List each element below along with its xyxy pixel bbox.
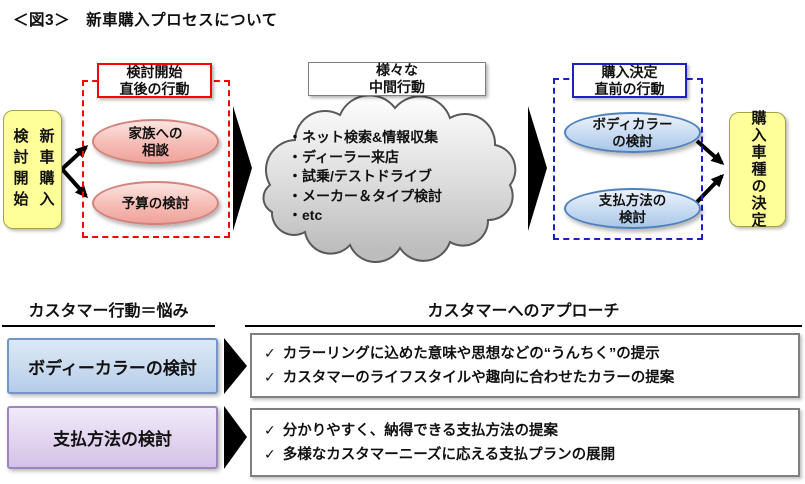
list-item: ・ディーラー来店 [288,148,400,165]
stage3-label: 購入決定 直前の行動 [572,63,687,98]
start-milestone-box: 新車購入 検討開始 [3,110,62,229]
approach-body-color: ✓ カラーリングに込めた意味や思想などの“うんちく”の提示 ✓ カスタマーのライ… [250,333,800,398]
check-icon: ✓ [264,421,276,438]
page-title: ＜図3＞ 新車購入プロセスについて [13,12,278,29]
end-milestone-label: 購入車種の決定 [749,110,767,229]
approach-payment-method: ✓ 分かりやすく、納得できる支払方法の提案 ✓ 多様なカスタマーニーズに応える支… [250,408,800,477]
approach-point-text: 多様なカスタマーニーズに応える支払プランの展開 [282,446,616,463]
intermediate-actions-list: ・ネット検索&情報収集 ・ディーラー来店 ・試乗/テストドライブ ・メーカー＆タ… [288,128,508,226]
stage2-label: 様々な 中間行動 [308,62,486,96]
stage-arrow-icon [528,106,547,231]
check-icon: ✓ [264,344,276,361]
action-body-color: ボディカラー の検討 [564,112,701,153]
approach-point-text: カスタマーのライフスタイルや趣向に合わせたカラーの提案 [282,369,675,386]
row-arrow-icon [224,406,247,469]
list-item: ・ネット検索&情報収集 [288,129,439,145]
cloud-shape [262,94,517,263]
approach-point: ✓ カラーリングに込めた意味や思想などの“うんちく”の提示 [264,342,798,366]
action-family-consult: 家族への 相談 [92,119,219,164]
start-milestone-label: 新車購入 検討開始 [11,127,55,212]
topic-payment-method: 支払方法の検討 [7,406,218,469]
action-budget-review: 予算の検討 [92,181,219,225]
approach-point-text: カラーリングに込めた意味や思想などの“うんちく”の提示 [282,345,660,362]
list-item: ・試乗/テストドライブ [288,168,432,184]
list-item: ・etc [288,207,323,223]
list-item: ・メーカー＆タイプ検討 [288,187,442,204]
action-payment-method: 支払方法の 検討 [564,188,701,229]
approach-point-text: 分かりやすく、納得できる支払方法の提案 [282,422,558,439]
check-icon: ✓ [264,368,276,385]
stage1-label: 検討開始 直後の行動 [97,63,212,98]
customer-actions-header: カスタマー行動＝悩み [2,297,215,327]
approach-point: ✓ 分かりやすく、納得できる支払方法の提案 [264,419,798,443]
check-icon: ✓ [264,445,276,462]
topic-body-color: ボディーカラーの検討 [7,338,218,394]
row-arrow-icon [224,338,247,394]
approach-point: ✓ カスタマーのライフスタイルや趣向に合わせたカラーの提案 [264,366,798,390]
end-milestone-box: 購入車種の決定 [729,110,786,229]
approach-point: ✓ 多様なカスタマーニーズに応える支払プランの展開 [264,443,798,467]
stage-arrow-icon [233,106,252,231]
customer-approach-header: カスタマーへのアプローチ [245,297,802,327]
